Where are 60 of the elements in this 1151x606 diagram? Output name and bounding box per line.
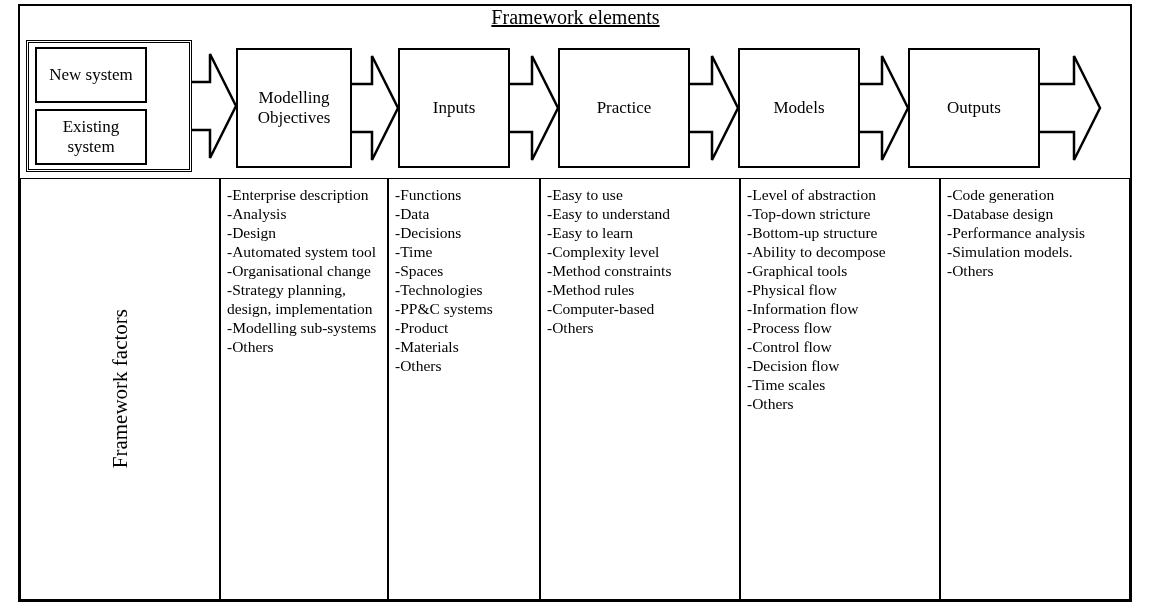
list-item: -Modelling sub-systems	[227, 318, 378, 337]
row-header-cell	[20, 178, 220, 600]
list-item: -Decisions	[395, 223, 463, 242]
list-item: -Organisational change	[227, 261, 372, 280]
list-item: -Decision flow	[747, 356, 841, 375]
list-item: -Easy to learn	[547, 223, 635, 242]
list-item: -Ability to decompose	[747, 242, 887, 261]
block-arrow	[190, 52, 238, 160]
list-item: -Bottom-up structure	[747, 223, 879, 242]
list-item: -Process flow	[747, 318, 833, 337]
system-group-box	[26, 40, 192, 172]
list-item: -Design	[227, 223, 278, 242]
list-item: -Code generation	[947, 185, 1056, 204]
system-box: New system	[35, 47, 147, 103]
list-item: -Spaces	[395, 261, 445, 280]
block-arrow	[858, 54, 910, 162]
list-item: -Time	[395, 242, 434, 261]
system-box: Existing system	[35, 109, 147, 165]
list-item: -Easy to use	[547, 185, 624, 204]
list-item: -Information flow	[747, 299, 860, 318]
list-item: -Others	[947, 261, 995, 280]
list-item: -Others	[395, 356, 443, 375]
block-arrow	[350, 54, 400, 162]
element-box: Outputs	[908, 48, 1040, 168]
list-item: -Method constraints	[547, 261, 673, 280]
list-item: -Method rules	[547, 280, 636, 299]
list-item: -Automated system tool	[227, 242, 377, 261]
diagram-title: Framework elements	[491, 6, 660, 28]
list-item: -Database design	[947, 204, 1055, 223]
list-item: -Materials	[395, 337, 460, 356]
list-item: -Analysis	[227, 204, 288, 223]
list-item: -Simulation models.	[947, 242, 1074, 261]
block-arrow	[688, 54, 740, 162]
element-box: Models	[738, 48, 860, 168]
list-item: -Technologies	[395, 280, 484, 299]
block-arrow	[1038, 54, 1102, 162]
list-item: -Easy to understand	[547, 204, 672, 223]
list-item: -PP&C systems	[395, 299, 494, 318]
list-item: -Strategy planning, design, implementation	[227, 280, 374, 318]
list-item: -Computer-based	[547, 299, 656, 318]
list-item: -Data	[395, 204, 431, 223]
list-item: -Others	[547, 318, 595, 337]
list-item: -Physical flow	[747, 280, 838, 299]
row-header-text: Framework factors	[110, 309, 130, 469]
list-item: -Level of abstraction	[747, 185, 878, 204]
list-item: -Control flow	[747, 337, 833, 356]
list-item: -Complexity level	[547, 242, 661, 261]
list-item: -Product	[395, 318, 450, 337]
list-item: -Others	[747, 394, 795, 413]
list-item: -Enterprise description	[227, 185, 370, 204]
list-item: -Graphical tools	[747, 261, 849, 280]
list-item: -Performance analysis	[947, 223, 1087, 242]
list-item: -Functions	[395, 185, 463, 204]
element-box: Modelling Objectives	[236, 48, 352, 168]
list-item: -Others	[227, 337, 275, 356]
list-item: -Time scales	[747, 375, 827, 394]
element-box: Practice	[558, 48, 690, 168]
block-arrow	[508, 54, 560, 162]
element-box: Inputs	[398, 48, 510, 168]
list-item: -Top-down stricture	[747, 204, 872, 223]
